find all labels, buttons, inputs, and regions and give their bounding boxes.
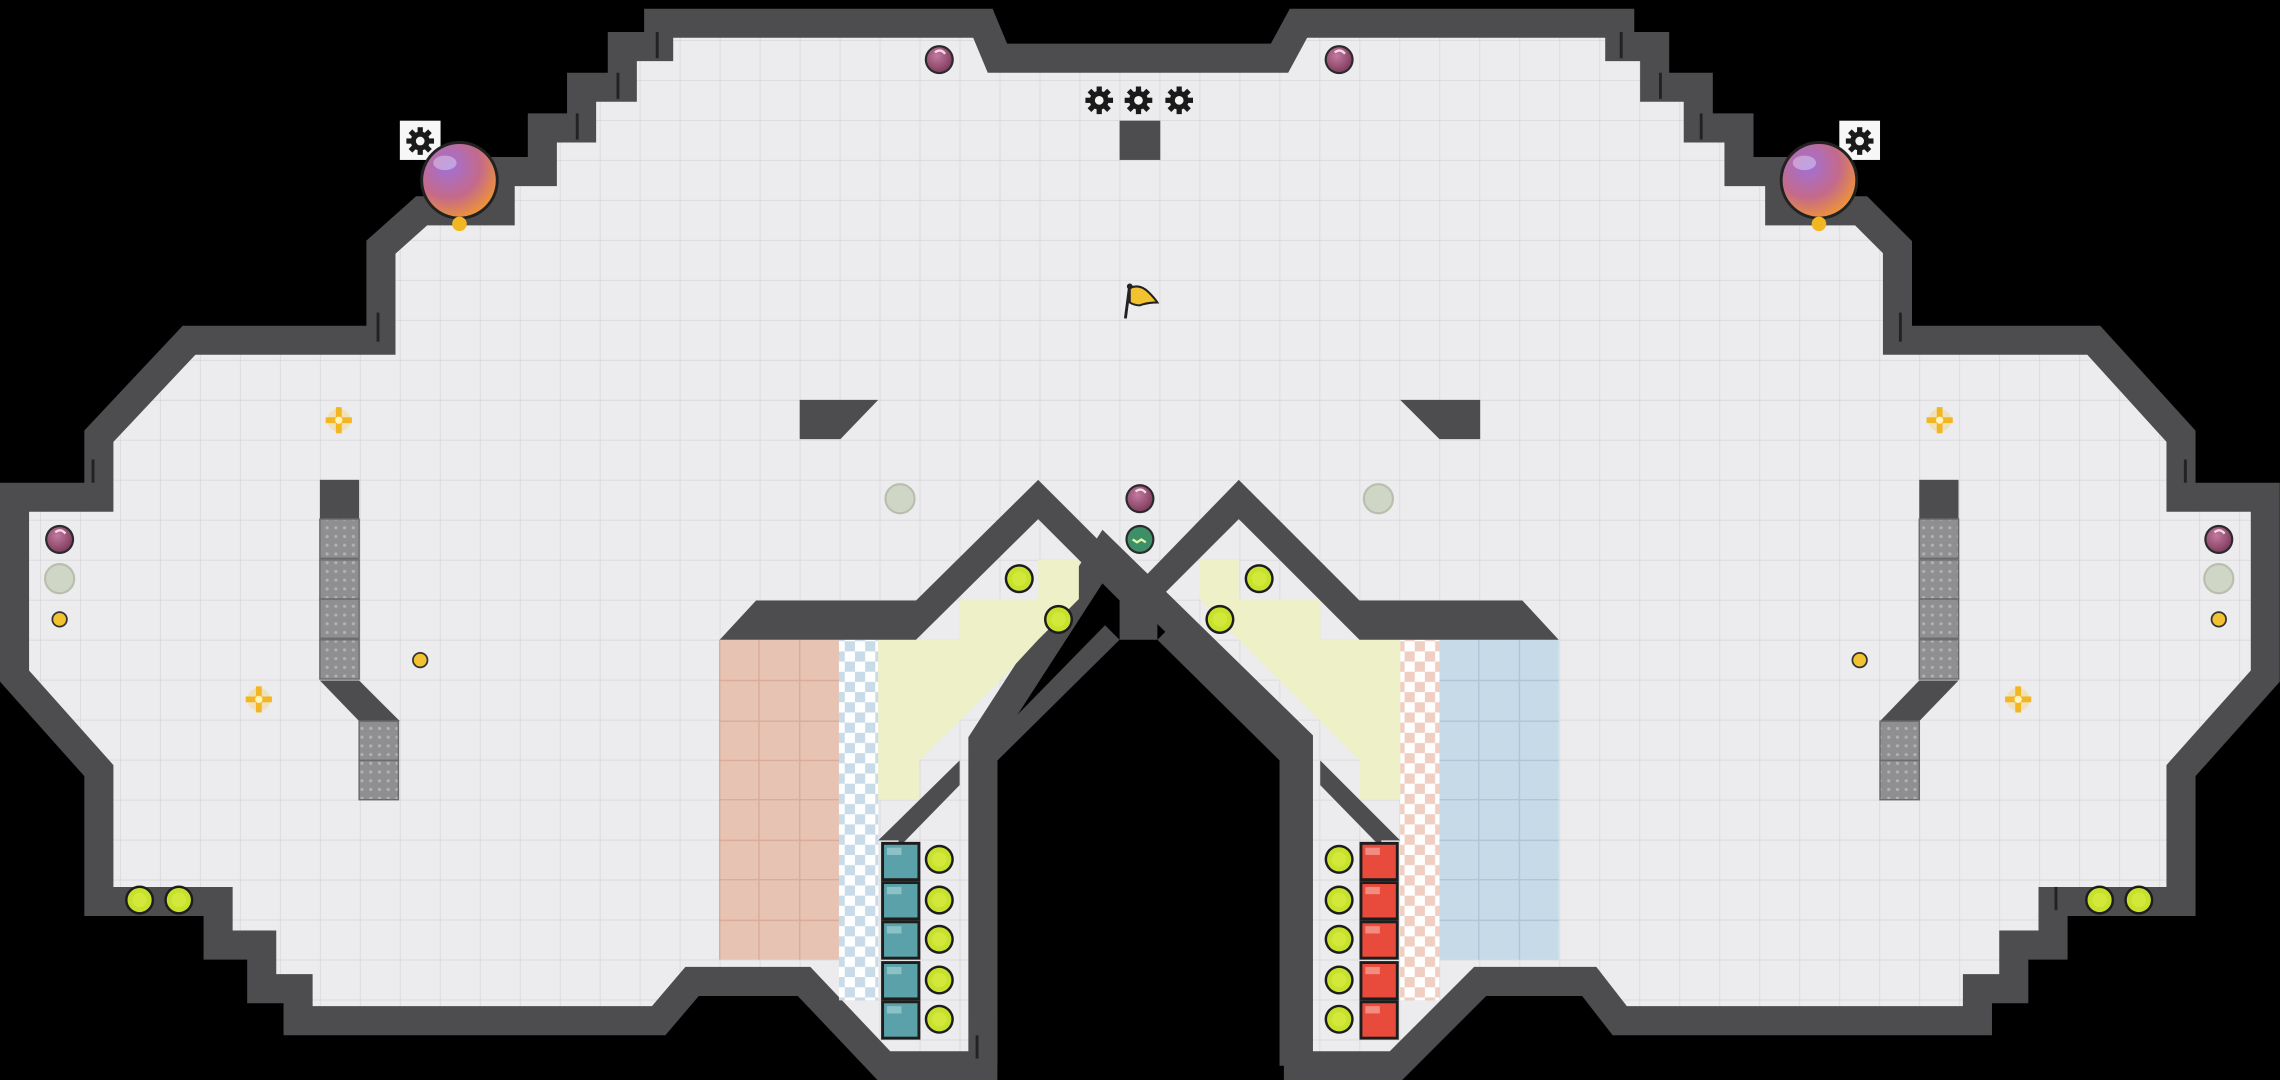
flag-icon[interactable]: [1123, 283, 1160, 319]
bomb-icon[interactable]: [1323, 43, 1355, 76]
yellow-pellet-icon[interactable]: [2210, 611, 2227, 628]
lime-coin-icon[interactable]: [2124, 885, 2154, 915]
blue-checker-strip: [838, 639, 879, 1001]
big-orb-left[interactable]: [420, 141, 499, 232]
bomb-icon[interactable]: [43, 523, 76, 556]
yellow-zone-right: [1199, 559, 1401, 800]
yellow-pellet-icon[interactable]: [51, 611, 68, 628]
wall-blocks: [319, 120, 1959, 722]
lime-coin-icon[interactable]: [1043, 604, 1074, 634]
lime-coin-icon[interactable]: [125, 885, 155, 915]
wall-notches: [91, 31, 2187, 1059]
gray-blocks-left: [319, 518, 400, 801]
teal-crate-column[interactable]: [881, 841, 921, 1040]
lime-coin-icon[interactable]: [1244, 564, 1274, 594]
red-team-zone: [719, 639, 839, 960]
big-orb-right[interactable]: [1779, 141, 1859, 232]
green-bomb-icon[interactable]: [1125, 524, 1155, 554]
pale-coin-icon[interactable]: [1362, 483, 1395, 515]
lime-coin-icon[interactable]: [1205, 604, 1235, 634]
bomb-icon[interactable]: [923, 43, 955, 76]
gear-icon[interactable]: [1085, 86, 1114, 115]
gray-blocks-right: [1879, 518, 1960, 801]
bomb-icon[interactable]: [1124, 483, 1156, 515]
pale-coin-icon[interactable]: [884, 483, 916, 515]
pale-coin-icon[interactable]: [2203, 563, 2235, 595]
gear-icon[interactable]: [1165, 86, 1194, 115]
blue-team-zone: [1439, 639, 1559, 960]
red-crate-column[interactable]: [1359, 841, 1399, 1040]
yellow-zone-left: [878, 559, 1079, 800]
gear-icon[interactable]: [1124, 86, 1153, 115]
pale-coin-icon[interactable]: [43, 563, 76, 595]
yellow-pellet-icon[interactable]: [412, 651, 429, 669]
lime-coin-icon[interactable]: [2085, 885, 2115, 915]
bomb-icon[interactable]: [2203, 523, 2235, 556]
lime-coin-icon[interactable]: [164, 885, 194, 915]
red-checker-strip: [1400, 639, 1440, 1001]
yellow-pellet-icon[interactable]: [1851, 651, 1868, 669]
lime-coin-icon[interactable]: [1004, 564, 1034, 594]
center-v-walls: [719, 479, 1559, 1066]
